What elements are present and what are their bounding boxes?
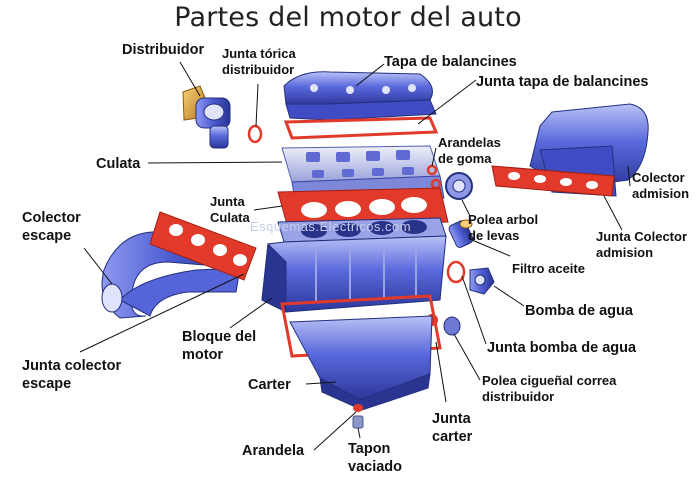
intake-manifold-gasket xyxy=(491,165,615,197)
label-junta-culata: Junta Culata xyxy=(210,194,250,225)
valve-cover-part xyxy=(283,71,437,121)
oil-pan-part xyxy=(289,315,433,411)
diagram-title: Partes del motor del auto xyxy=(174,2,522,33)
oil-pan-gasket xyxy=(280,294,442,358)
head-gasket xyxy=(277,187,449,229)
label-bomba-agua: Bomba de agua xyxy=(525,303,633,319)
distributor-o-ring xyxy=(247,124,263,144)
label-tapa-balancines: Tapa de balancines xyxy=(384,54,517,70)
label-colector-admision: Colector admision xyxy=(632,170,690,201)
washer-part xyxy=(353,404,363,412)
watermark-text: Esquemas.Electricos.com xyxy=(250,219,412,234)
label-arandela: Arandela xyxy=(242,443,305,459)
label-junta-bomba-agua: Junta bomba de agua xyxy=(487,340,637,356)
label-colector-escape: Colector escape xyxy=(22,210,81,244)
exhaust-manifold-gasket xyxy=(149,211,257,281)
label-junta-carter: Junta carter xyxy=(432,411,473,445)
label-junta-colector-admision: Junta Colector admision xyxy=(596,229,688,260)
distributor-part xyxy=(182,85,231,149)
label-polea-ciguenal: Polea cigueñal correa distribuidor xyxy=(482,373,617,404)
label-culata: Culata xyxy=(96,156,141,172)
label-junta-colector-escape: Junta colector escape xyxy=(22,358,122,392)
water-pump-gasket xyxy=(446,260,466,284)
oil-filter xyxy=(448,219,474,248)
label-bloque-motor: Bloque del motor xyxy=(182,329,257,363)
drain-plug xyxy=(352,415,364,429)
label-junta-torica-distribuidor: Junta tórica distribuidor xyxy=(222,46,296,77)
label-filtro-aceite: Filtro aceite xyxy=(512,261,585,276)
label-distribuidor: Distribuidor xyxy=(122,42,205,58)
label-carter: Carter xyxy=(248,377,291,393)
leader-lines xyxy=(79,61,631,451)
label-polea-arbol-levas: Polea arbol de levas xyxy=(468,212,539,243)
label-junta-tapa-balancines: Junta tapa de balancines xyxy=(476,74,649,90)
engine-block-part xyxy=(261,217,447,313)
valve-cover-gasket xyxy=(283,116,439,140)
water-pump xyxy=(469,267,495,295)
camshaft-pulley xyxy=(445,172,473,200)
label-arandelas-goma: Arandelas de goma xyxy=(438,135,501,166)
label-tapon-vaciado: Tapon vaciado xyxy=(348,441,402,475)
